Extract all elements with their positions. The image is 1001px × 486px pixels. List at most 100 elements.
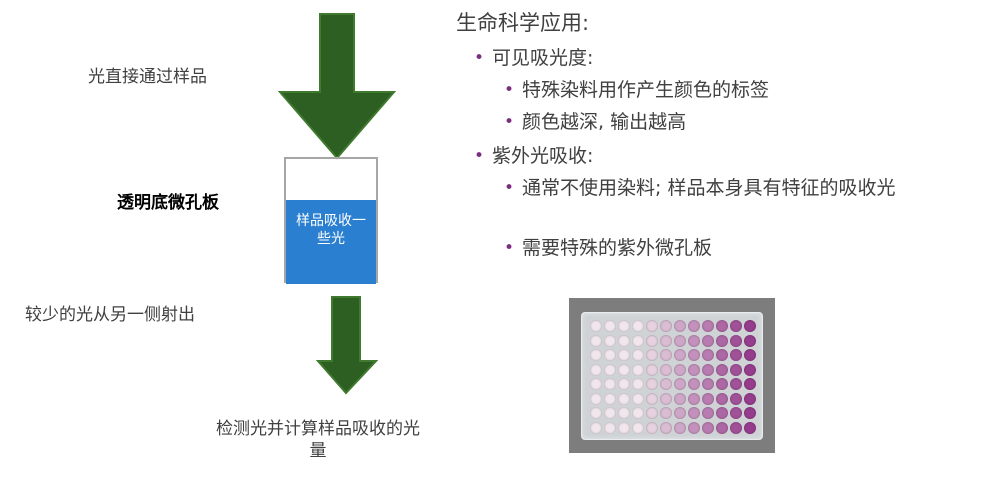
plate-well <box>590 392 602 405</box>
plate-well <box>646 320 658 332</box>
plate-well <box>674 378 686 390</box>
plate-well <box>688 421 700 434</box>
plate-well <box>674 421 686 434</box>
plate-well <box>646 392 658 405</box>
plate-well <box>674 334 686 347</box>
plate-well <box>660 392 672 405</box>
plate-well <box>744 363 756 376</box>
bullet-icon: • <box>474 48 485 68</box>
plate-well <box>590 349 602 361</box>
applications-list: • 可见吸光度: • 特殊染料用作产生颜色的标签 • 颜色越深, 输出越高 • … <box>474 46 974 268</box>
list-item: • 需要特殊的紫外微孔板 <box>474 236 974 268</box>
plate-well <box>716 392 728 405</box>
plate-well <box>688 334 700 347</box>
plate-well <box>604 421 616 434</box>
bullet-icon: • <box>474 146 485 166</box>
plate-well <box>744 320 756 332</box>
list-item-text: 紫外光吸收: <box>492 145 594 167</box>
plate-well <box>730 320 742 332</box>
plate-well <box>590 407 602 419</box>
plate-well <box>702 392 714 405</box>
list-item-text: 需要特殊的紫外微孔板 <box>522 237 713 259</box>
plate-well <box>730 349 742 361</box>
bullet-icon: • <box>504 112 515 132</box>
plate-well <box>688 320 700 332</box>
list-item-text: 可见吸光度: <box>492 47 594 69</box>
plate-well <box>646 363 658 376</box>
plate-well <box>744 378 756 390</box>
bullet-icon: • <box>504 238 515 258</box>
plate-well <box>632 407 644 419</box>
plate-well <box>646 334 658 347</box>
transmitted-light-arrow <box>316 296 378 395</box>
plate-well <box>716 334 728 347</box>
plate-well <box>590 320 602 332</box>
plate-well <box>716 407 728 419</box>
plate-well <box>744 334 756 347</box>
microplate-well <box>284 157 378 283</box>
list-item: • 可见吸光度: <box>474 46 974 78</box>
detection-label-line1: 检测光并计算样品吸收的光 <box>216 419 420 439</box>
plate-well <box>618 349 630 361</box>
plate-well <box>660 334 672 347</box>
plate-well <box>632 320 644 332</box>
plate-well <box>646 378 658 390</box>
microplate-photo <box>569 298 775 453</box>
plate-well <box>730 407 742 419</box>
plate-well <box>646 407 658 419</box>
plate-well <box>702 320 714 332</box>
list-item: • 特殊染料用作产生颜色的标签 <box>474 78 974 110</box>
plate-well <box>716 378 728 390</box>
plate-well <box>674 392 686 405</box>
plate-well <box>674 349 686 361</box>
list-item-text: 颜色越深, 输出越高 <box>522 111 687 133</box>
plate-well <box>702 378 714 390</box>
bullet-icon: • <box>504 178 515 198</box>
detection-label-line2: 量 <box>309 441 327 461</box>
plate-well <box>730 334 742 347</box>
sample-liquid <box>286 200 376 284</box>
list-item: • 颜色越深, 输出越高 <box>474 110 974 144</box>
plate-well <box>632 378 644 390</box>
plate-well <box>702 334 714 347</box>
plate-well <box>604 392 616 405</box>
applications-heading: 生命科学应用: <box>456 11 590 35</box>
plate-well <box>716 349 728 361</box>
sample-absorbs-label: 样品吸收一些光 <box>296 213 366 247</box>
plate-well <box>590 334 602 347</box>
microplate-body <box>581 312 763 440</box>
plate-well <box>716 421 728 434</box>
list-item: • 通常不使用染料; 样品本身具有特征的吸收光 <box>474 176 974 236</box>
plate-well <box>702 363 714 376</box>
plate-well <box>688 363 700 376</box>
list-item: • 紫外光吸收: <box>474 144 974 176</box>
plate-well <box>590 378 602 390</box>
plate-well <box>632 421 644 434</box>
plate-well <box>660 349 672 361</box>
detection-label: 检测光并计算样品吸收的光 量 <box>190 418 446 462</box>
plate-well <box>730 392 742 405</box>
plate-well <box>730 363 742 376</box>
plate-well <box>590 363 602 376</box>
plate-well <box>660 378 672 390</box>
list-item-text: 通常不使用染料; 样品本身具有特征的吸收光 <box>522 177 896 199</box>
plate-well <box>744 407 756 419</box>
plate-well <box>716 363 728 376</box>
plate-well <box>604 320 616 332</box>
plate-well <box>674 363 686 376</box>
plate-well <box>730 421 742 434</box>
list-item-text: 特殊染料用作产生颜色的标签 <box>522 79 770 101</box>
plate-well <box>590 421 602 434</box>
plate-well <box>604 378 616 390</box>
plate-well <box>618 407 630 419</box>
plate-well <box>702 421 714 434</box>
incident-light-label: 光直接通过样品 <box>88 67 207 87</box>
plate-well <box>702 349 714 361</box>
plate-well <box>688 407 700 419</box>
plate-well <box>604 334 616 347</box>
plate-well <box>618 334 630 347</box>
plate-well <box>604 363 616 376</box>
transmitted-light-label: 较少的光从另一侧射出 <box>25 305 195 325</box>
plate-well <box>660 421 672 434</box>
plate-well <box>688 349 700 361</box>
